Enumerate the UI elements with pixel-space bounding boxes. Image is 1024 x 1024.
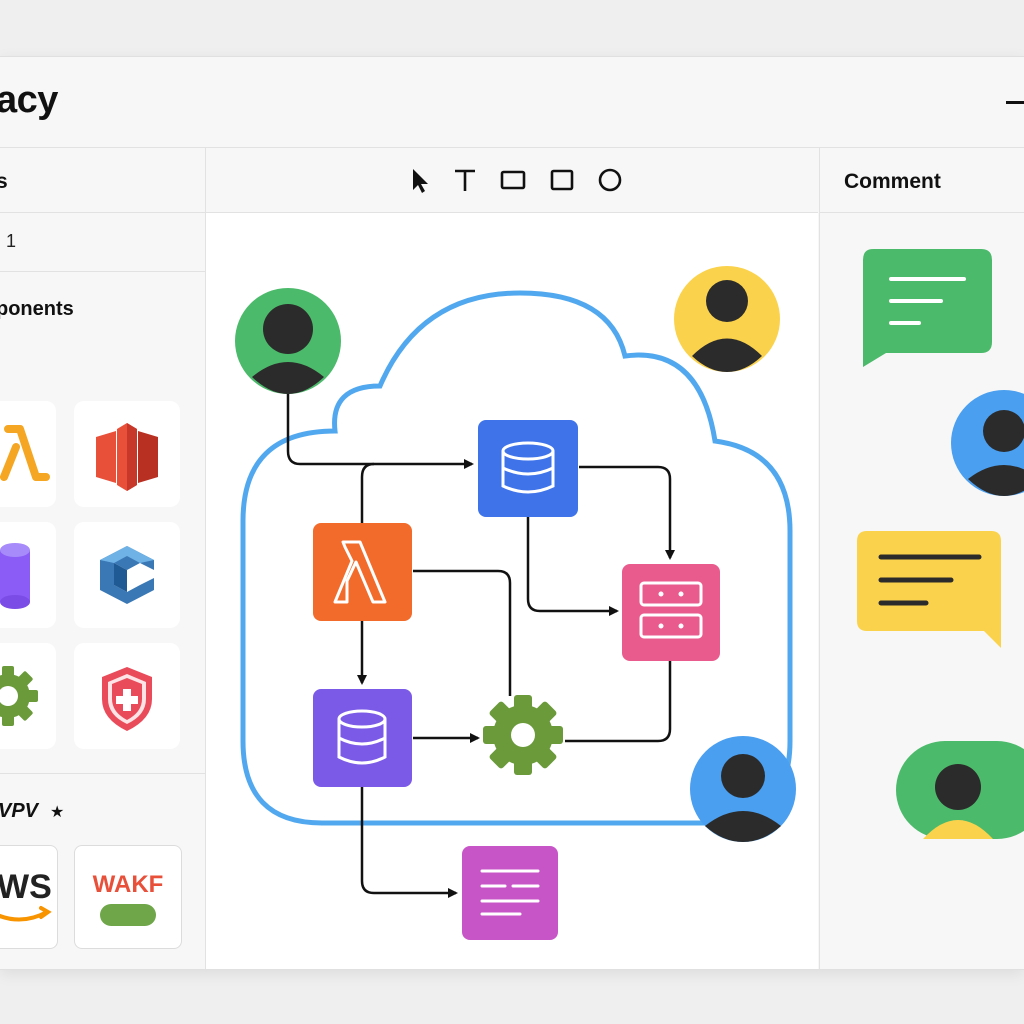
comment-avatar-blue[interactable] bbox=[951, 390, 1024, 496]
component-tile-gear[interactable] bbox=[0, 643, 56, 749]
star-icon[interactable]: ★ bbox=[50, 804, 65, 821]
component-tile-lambda[interactable] bbox=[0, 401, 56, 507]
architecture-diagram bbox=[235, 266, 796, 940]
connector bbox=[565, 661, 672, 743]
circle-tool-icon[interactable] bbox=[596, 166, 624, 194]
gear-node[interactable] bbox=[483, 695, 563, 775]
component-tile-database[interactable] bbox=[0, 522, 56, 628]
sidebar-header-label: s bbox=[0, 170, 8, 194]
database-node-purple[interactable] bbox=[313, 689, 412, 787]
component-tile-redshift[interactable] bbox=[74, 401, 180, 507]
component-tile-shield[interactable] bbox=[74, 643, 180, 749]
component-tile-cloud9[interactable] bbox=[74, 522, 180, 628]
comment-bubble-green[interactable] bbox=[863, 249, 992, 367]
app-title: acy bbox=[0, 79, 58, 121]
connector bbox=[526, 517, 619, 616]
cloud-boundary bbox=[240, 290, 793, 826]
lambda-icon bbox=[0, 425, 50, 481]
connector bbox=[360, 787, 458, 898]
lambda-node[interactable] bbox=[313, 523, 412, 621]
comment-bubble-yellow[interactable] bbox=[857, 531, 1001, 648]
cloud9-icon bbox=[100, 546, 154, 604]
title-bar: acy bbox=[0, 57, 1024, 148]
square-tool-icon[interactable] bbox=[548, 166, 576, 194]
pointer-tool-icon[interactable] bbox=[406, 166, 434, 194]
toolbar bbox=[206, 148, 818, 213]
gear-icon bbox=[0, 666, 38, 726]
connector bbox=[286, 393, 474, 469]
server-node[interactable] bbox=[622, 564, 720, 661]
sidebar-divider bbox=[0, 773, 205, 774]
sidebar-row-value: 1 bbox=[6, 231, 17, 251]
comments-panel: Comment bbox=[819, 148, 1024, 969]
minimize-icon[interactable] bbox=[1006, 101, 1024, 104]
svg-text:WS: WS bbox=[0, 868, 52, 906]
comments-title: Comment bbox=[844, 170, 941, 193]
rectangle-tool-icon[interactable] bbox=[499, 166, 527, 194]
components-title: ponents bbox=[0, 298, 74, 320]
waf-logo-icon: WAKF bbox=[93, 871, 164, 926]
svg-text:WAKF: WAKF bbox=[93, 871, 164, 898]
document-node[interactable] bbox=[462, 846, 558, 940]
comments-header: Comment bbox=[820, 148, 1024, 213]
diagram-canvas[interactable] bbox=[206, 213, 818, 969]
connector bbox=[413, 569, 512, 696]
logo-tile-aws[interactable]: WS bbox=[0, 845, 58, 949]
section-title: VPV bbox=[0, 800, 39, 822]
sidebar-row[interactable]: 1 bbox=[0, 213, 205, 272]
redshift-icon bbox=[96, 423, 158, 491]
components-sidebar: s 1 ponents bbox=[0, 148, 206, 969]
database-icon bbox=[0, 543, 30, 609]
aws-logo-icon: WS bbox=[0, 868, 52, 922]
database-node[interactable] bbox=[478, 420, 578, 517]
app-window: acy s 1 ponents bbox=[0, 56, 1024, 970]
user-avatar-green[interactable] bbox=[235, 288, 341, 394]
user-avatar-blue[interactable] bbox=[690, 736, 796, 842]
sidebar-header: s bbox=[0, 148, 205, 213]
shield-icon bbox=[102, 667, 152, 731]
user-avatar-yellow[interactable] bbox=[674, 266, 780, 372]
comments-content bbox=[857, 249, 1024, 839]
comment-avatar-green[interactable] bbox=[896, 741, 1024, 839]
connector bbox=[360, 462, 375, 523]
text-tool-icon[interactable] bbox=[451, 166, 479, 194]
logo-tile-waf[interactable]: WAKF bbox=[74, 845, 182, 949]
connector bbox=[579, 465, 675, 560]
